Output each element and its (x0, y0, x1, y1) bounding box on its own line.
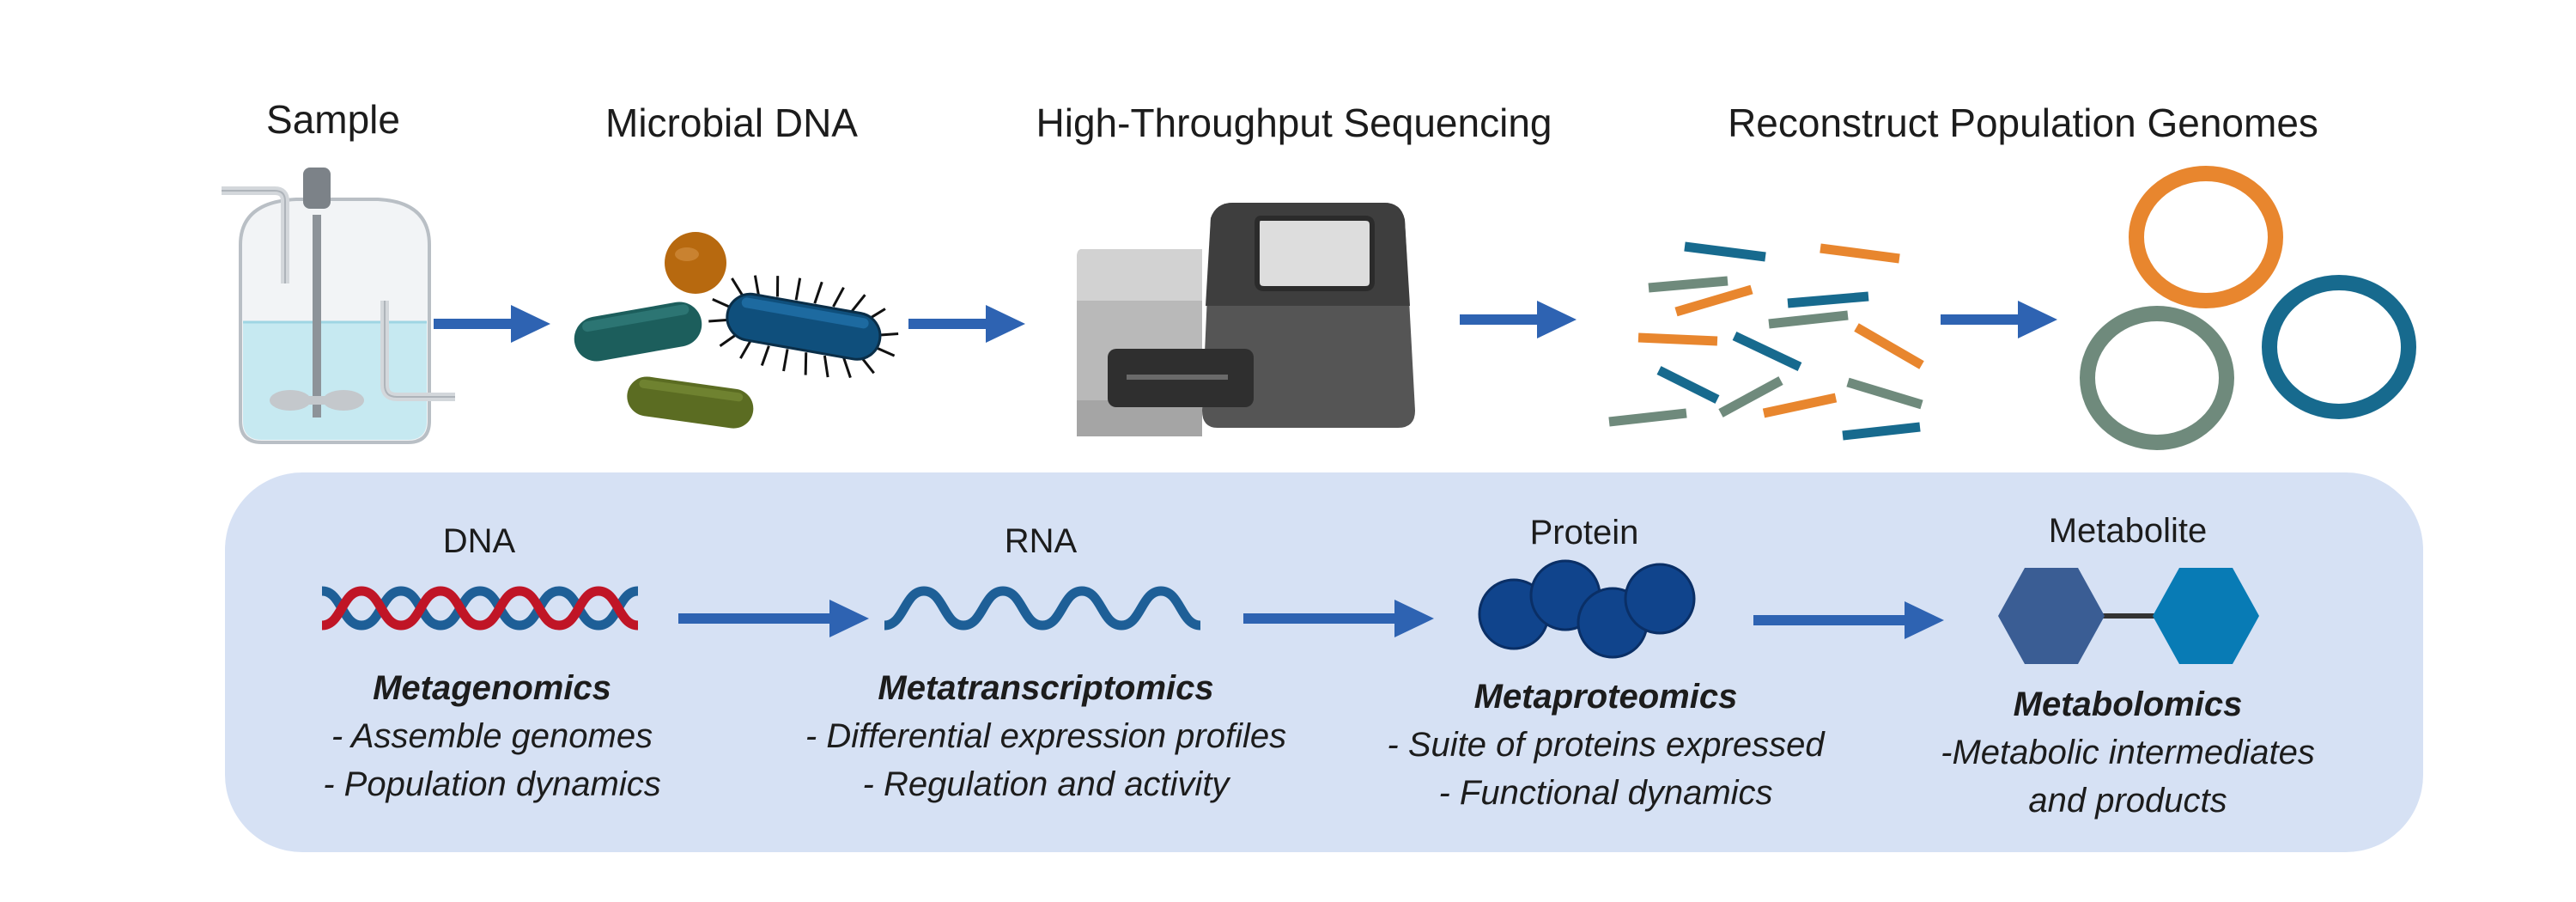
flow-arrow-rna-protein (1243, 600, 1434, 637)
protein-icon (1478, 559, 1696, 659)
molecule-label-rna: RNA (1004, 522, 1078, 560)
sequence-reads-icon (1608, 241, 1924, 441)
omic-description-metabolomics: Metabolomics -Metabolic intermediates an… (1941, 680, 2315, 825)
metabolite-icon (1998, 568, 2259, 664)
omic-line-1: - Suite of proteins expressed (1387, 726, 1825, 764)
flow-arrow-3 (1460, 301, 1577, 338)
genome-circles-icon (2080, 166, 2416, 450)
omic-name-metatranscriptomics: Metatranscriptomics (878, 669, 1214, 707)
molecule-label-protein: Protein (1529, 514, 1639, 552)
omic-line-2: - Regulation and activity (862, 765, 1230, 803)
bacteria-icon (574, 232, 899, 429)
omic-line-2: - Population dynamics (323, 765, 661, 803)
omic-name-metabolomics: Metabolomics (2013, 686, 2243, 723)
omic-name-metagenomics: Metagenomics (373, 669, 611, 707)
sequencer-icon (1077, 203, 1415, 436)
omic-description-metatranscriptomics: Metatranscriptomics - Differential expre… (805, 664, 1286, 808)
flow-arrow-dna-rna (678, 600, 869, 637)
omic-name-metaproteomics: Metaproteomics (1473, 678, 1738, 716)
step-title-reconstruct-genomes: Reconstruct Population Genomes (1728, 101, 2318, 145)
omic-line-1: - Differential expression profiles (805, 717, 1287, 755)
omic-line-2: and products (2028, 782, 2227, 820)
omic-description-metaproteomics: Metaproteomics - Suite of proteins expre… (1387, 673, 1824, 817)
omic-line-2: - Functional dynamics (1438, 774, 1773, 812)
flow-arrow-4 (1941, 301, 2057, 338)
omic-description-metagenomics: Metagenomics - Assemble genomes - Popula… (323, 664, 661, 808)
step-title-sample: Sample (266, 97, 400, 142)
omic-line-1: - Assemble genomes (331, 717, 653, 755)
step-title-microbial-dna: Microbial DNA (605, 101, 858, 145)
molecule-label-metabolite: Metabolite (2048, 512, 2208, 550)
molecule-label-dna: DNA (442, 522, 516, 560)
flow-arrow-protein-metabolite (1753, 601, 1944, 639)
bioreactor-icon (222, 168, 455, 444)
step-title-sequencing: High-Throughput Sequencing (1036, 101, 1552, 145)
omic-line-1: -Metabolic intermediates (1941, 734, 2315, 771)
rna-strand-icon (884, 586, 1201, 631)
flow-arrow-1 (434, 305, 550, 343)
dna-helix-icon (322, 586, 639, 631)
flow-arrow-2 (908, 305, 1025, 343)
